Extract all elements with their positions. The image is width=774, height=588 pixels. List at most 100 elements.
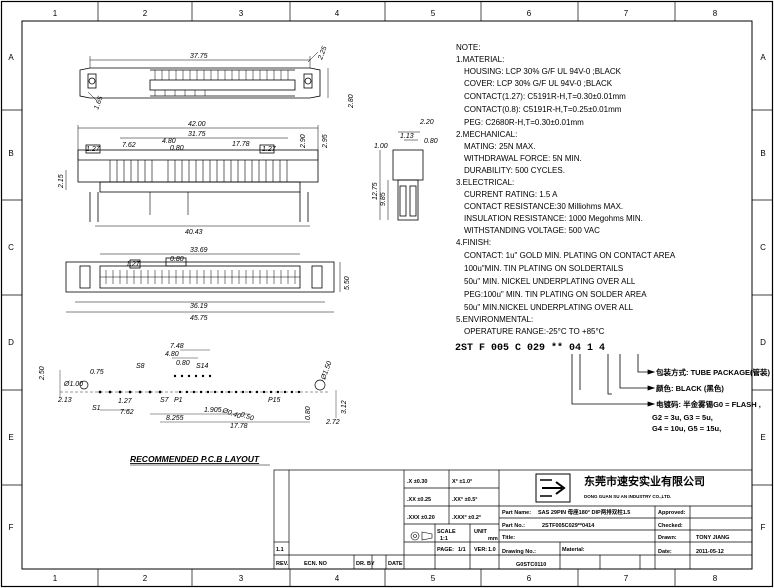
- pcb-label-s7: S7: [160, 397, 170, 404]
- note-line-17: CONTACT: 1u" GOLD MIN. PLATING ON CONTAC…: [464, 251, 676, 260]
- dim-front-2-15: 2.15: [58, 174, 65, 189]
- part-code-packaging: 包装方式: TUBE PACKAGE(管装): [655, 367, 771, 377]
- drawn-label: Drawn:: [658, 535, 677, 541]
- zone-row-e-right: E: [760, 433, 765, 442]
- part-no-value: 2STF005C029**0414: [542, 523, 595, 529]
- part-code-plating-options-1: G2 = 3u, G3 = 5u,: [652, 413, 713, 422]
- note-line-12: CURRENT RATING: 1.5 A: [464, 190, 558, 199]
- dim-pcb-7-48: 7.48: [170, 343, 184, 350]
- dim-top-37-75: 37.75: [190, 53, 208, 60]
- dim-side-9-85: 9.85: [380, 192, 387, 206]
- dim-bottom-33-69: 33.69: [190, 247, 208, 254]
- part-name-value: SAS 29PIN 母座180° DIP两排双柱1.5: [538, 508, 630, 516]
- dim-pcb-1-27: 1.27: [118, 398, 133, 405]
- ang-2: .XX° ±0.5°: [452, 497, 477, 503]
- scale-label: SCALE: [437, 529, 456, 535]
- drawing-no-value: G0STC0110: [516, 562, 546, 568]
- note-line-13: CONTACT RESISTANCE:30 Milliohms MAX.: [464, 202, 623, 211]
- dim-top-2-80: 2.80: [348, 94, 355, 109]
- dim-bottom-36-19: 36.19: [190, 303, 208, 310]
- part-name-label: Part Name:: [502, 510, 531, 516]
- side-view: [379, 131, 424, 221]
- date-value: 2011-05-12: [696, 549, 724, 555]
- ecn-label: ECN. NO: [304, 561, 328, 567]
- tol-1: .X ±0.30: [407, 479, 427, 485]
- dim-front-40-43: 40.43: [185, 229, 203, 236]
- note-line-21: 50u" MIN.NICKEL UNDERPLATING OVER ALL: [464, 303, 634, 312]
- pcb-label-s1: S1: [92, 405, 101, 412]
- zone-col-1-bottom: 1: [53, 574, 58, 583]
- zone-row-a-left: A: [8, 53, 14, 62]
- dr-by-label: DR. BY: [356, 561, 375, 567]
- ang-3: .XXX° ±0.2°: [452, 515, 481, 521]
- company-name-cn: 东莞市速安实业有限公司: [584, 474, 705, 488]
- note-line-20: PEG:100u" MIN. TIN PLATING ON SOLDER ARE…: [464, 290, 647, 299]
- dim-side-0-80: 0.80: [424, 138, 438, 145]
- dim-front-31-75: 31.75: [188, 131, 206, 138]
- dim-pcb-2-50: 2.50: [39, 366, 46, 381]
- page-label: PAGE:: [437, 547, 454, 553]
- note-line-10: DURABILITY: 500 CYCLES.: [464, 166, 565, 175]
- dim-top-2-25: 2.25: [317, 45, 329, 61]
- note-line-9: WITHDRAWAL FORCE: 5N MIN.: [464, 154, 582, 163]
- rev-label: REV.: [276, 561, 289, 567]
- note-line-22: 5.ENVIRONMENTAL:: [456, 315, 533, 324]
- pcb-label-p1: P1: [174, 397, 183, 404]
- dim-pcb-8-255: 8.255: [166, 415, 184, 422]
- pcb-label-s14: S14: [196, 363, 209, 370]
- tol-3: .XXX ±0.20: [407, 515, 435, 521]
- top-view-hatches: [154, 70, 289, 96]
- date-label: Date:: [658, 549, 672, 555]
- front-view-pins: [109, 160, 288, 215]
- note-line-0: NOTE:: [456, 43, 480, 52]
- note-line-2: HOUSING: LCP 30% G/F UL 94V-0 ;BLACK: [464, 67, 622, 76]
- dim-pcb-0-80-b: 0.80: [305, 406, 312, 420]
- pcb-caption: RECOMMENDED P.C.B LAYOUT: [130, 454, 260, 464]
- part-code-color: 颜色: BLACK (黑色): [656, 383, 724, 393]
- dim-pcb-7-62: 7.62: [120, 409, 134, 416]
- zone-col-4-bottom: 4: [335, 574, 340, 583]
- zone-col-5-bottom: 5: [431, 574, 436, 583]
- unit-label: UNIT: [474, 529, 487, 535]
- zone-row-c-left: C: [8, 243, 14, 252]
- company-name-en: DONG GUAN SU AN INDUSTRY CO.,LTD.: [584, 494, 671, 499]
- note-line-8: MATING: 25N MAX.: [464, 142, 535, 151]
- part-no-label: Part No.:: [502, 523, 525, 529]
- zone-col-5-top: 5: [431, 9, 436, 18]
- notes-block: NOTE: 1.MATERIAL: HOUSING: LCP 30% G/F U…: [456, 43, 676, 336]
- dim-front-42-00: 42.00: [188, 121, 206, 128]
- zone-col-7-bottom: 7: [624, 574, 629, 583]
- part-code-leaders: [571, 354, 656, 407]
- note-line-15: WITHSTANDING VOLTAGE: 500 VAC: [464, 226, 600, 235]
- zone-row-b-right: B: [760, 149, 765, 158]
- date-col-label: DATE: [388, 561, 403, 567]
- zone-col-2-bottom: 2: [143, 574, 148, 583]
- note-line-16: 4.FINISH:: [456, 238, 491, 247]
- zone-row-b-left: B: [8, 149, 13, 158]
- dim-front-17-78: 17.78: [232, 141, 250, 148]
- zone-col-6-top: 6: [527, 9, 532, 18]
- dim-front-1-27-left: 1.27: [86, 146, 101, 153]
- dim-pcb-0-75: 0.75: [90, 369, 104, 376]
- page-value: 1/1: [458, 547, 466, 553]
- dim-side-1-13: 1.13: [400, 133, 414, 140]
- title-block-grid: [273, 469, 753, 570]
- zone-row-f-left: F: [9, 523, 14, 532]
- title-label: Title:: [502, 535, 515, 541]
- zone-row-f-right: F: [761, 523, 766, 532]
- dim-pcb-0-50: 0.50: [239, 411, 254, 422]
- dim-side-2-20: 2.20: [419, 119, 434, 126]
- dim-pcb-3-12: 3.12: [341, 400, 348, 414]
- zone-row-e-left: E: [8, 433, 13, 442]
- note-line-5: CONTACT(0.8): C5191R-H,T=0.25±0.01mm: [464, 105, 622, 114]
- dim-side-12-75: 12.75: [372, 182, 379, 200]
- part-code-plating-options-2: G4 = 10u, G5 = 15u,: [652, 424, 721, 433]
- company-logo: [535, 473, 571, 503]
- projection-symbol: [410, 531, 433, 541]
- pcb-label-p15: P15: [268, 397, 281, 404]
- dim-pcb-0-80: 0.80: [176, 360, 190, 367]
- zone-col-4-top: 4: [335, 9, 340, 18]
- part-code-plating: 电镀码: 半金雾锡G0 = FLASH ,: [656, 399, 761, 409]
- zone-row-d-right: D: [760, 338, 766, 347]
